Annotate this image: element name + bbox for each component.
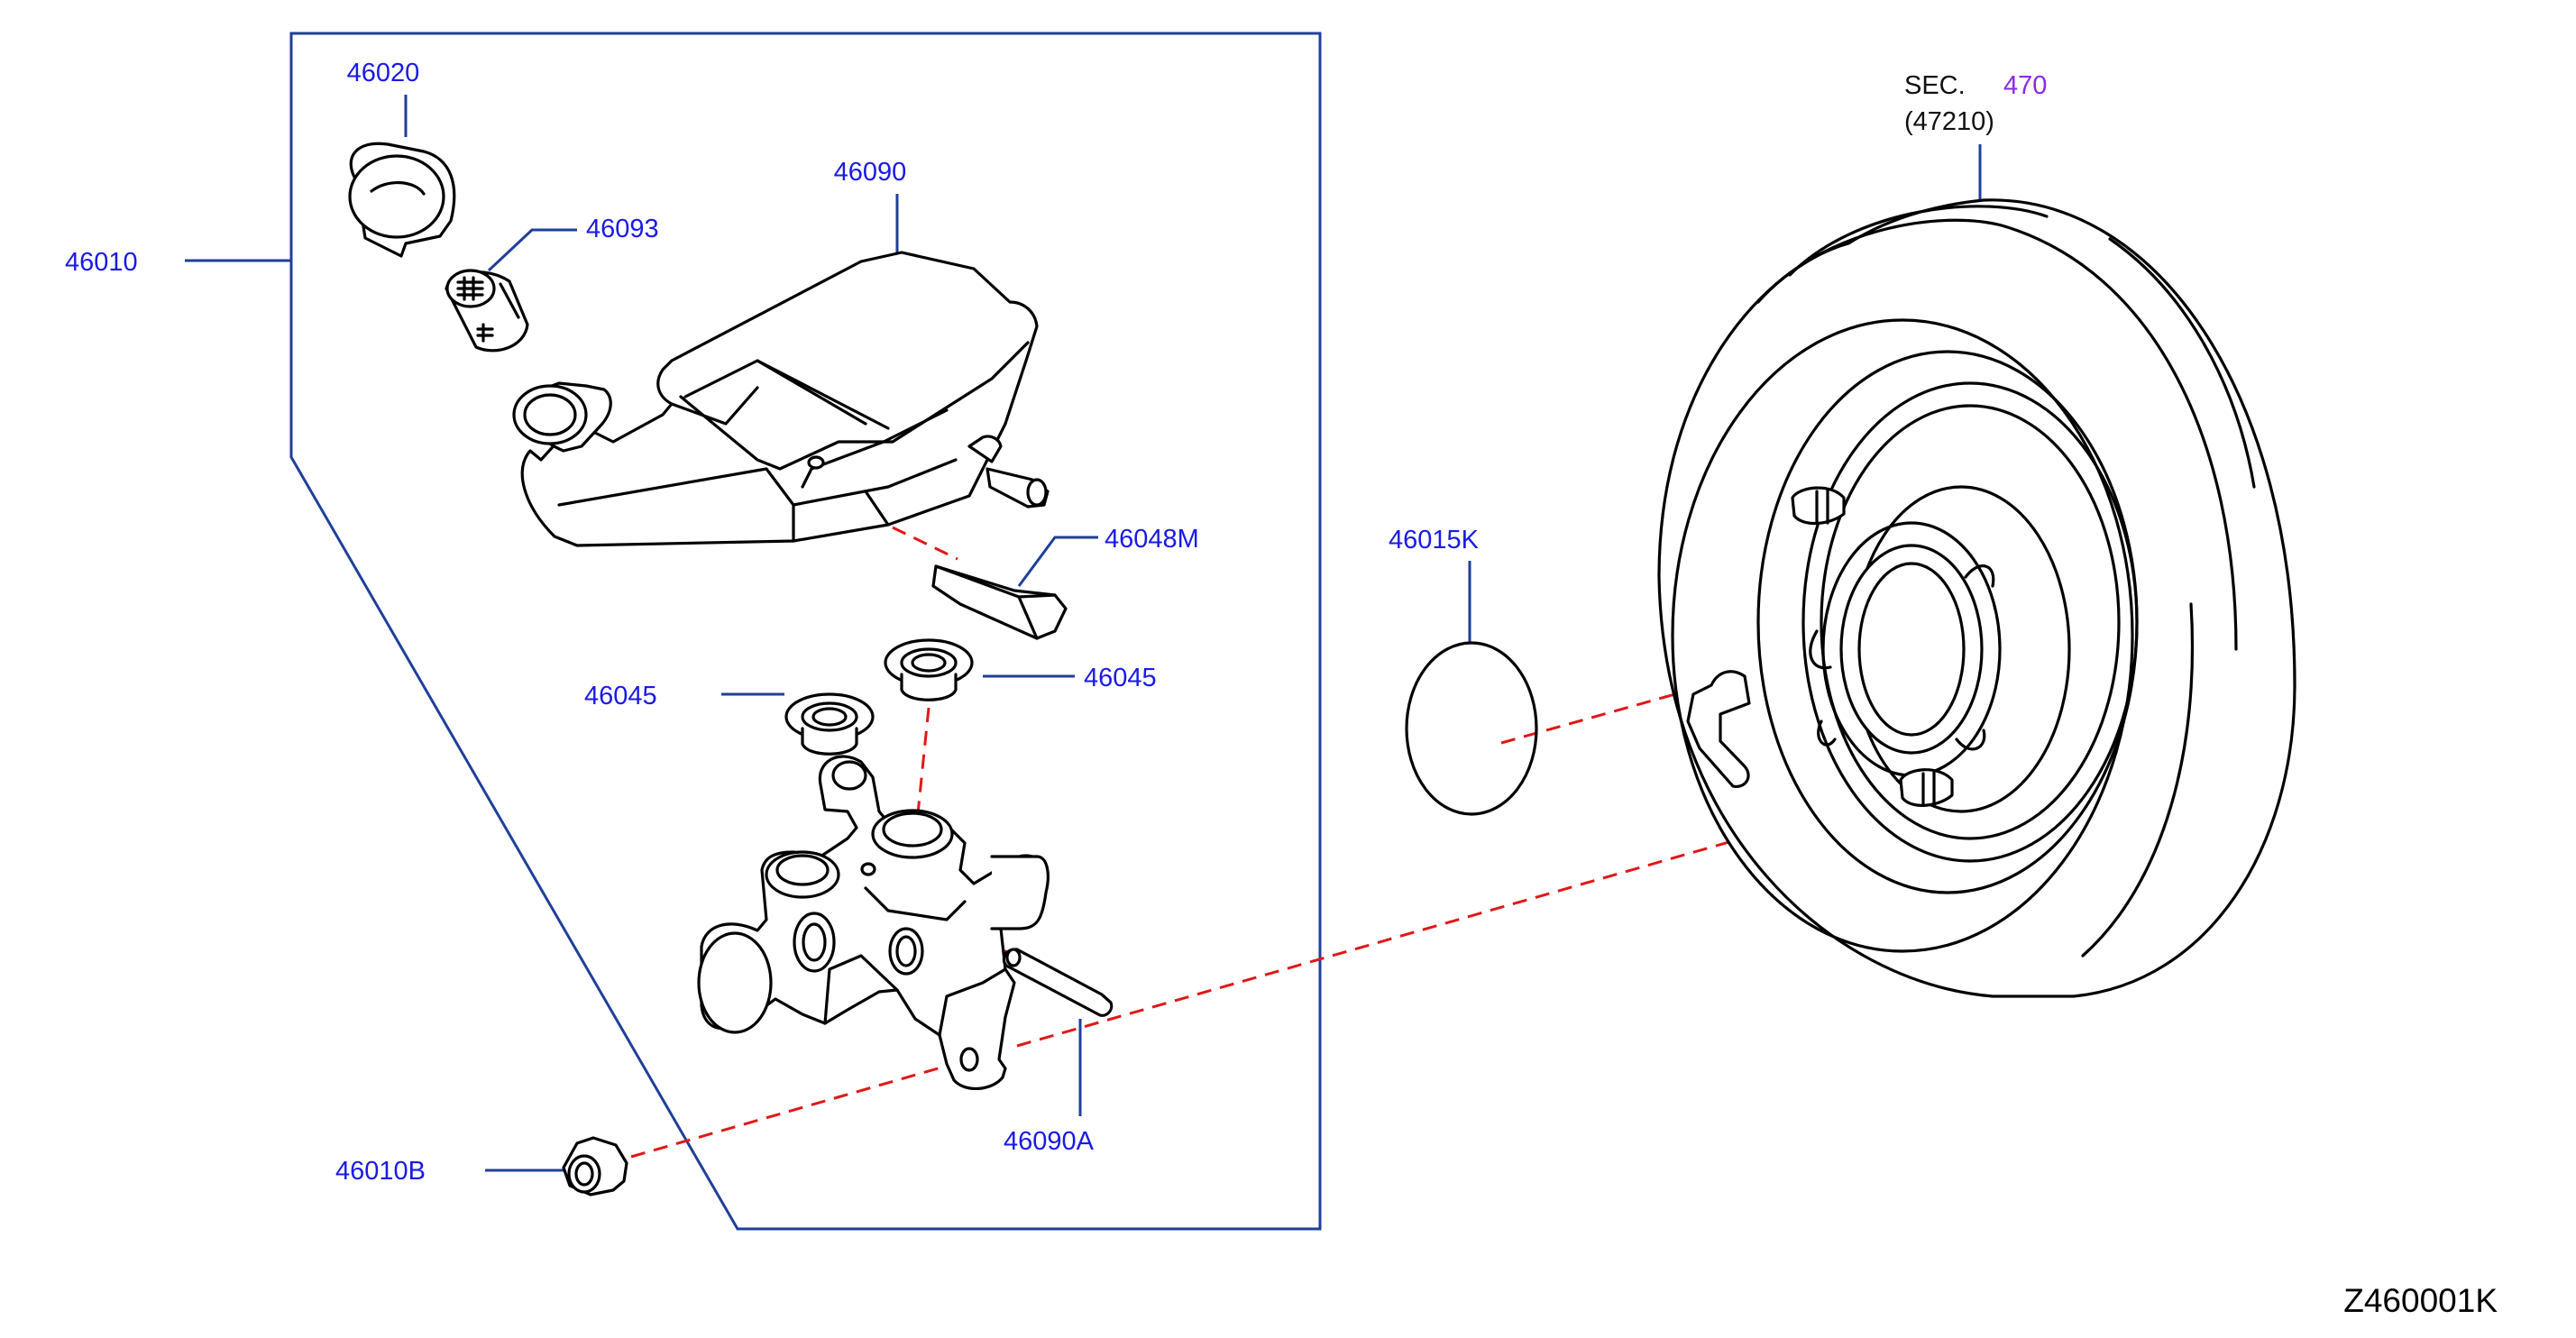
section-ref-prefix: SEC. xyxy=(1904,71,1966,100)
leader-lines xyxy=(185,95,1982,1172)
master-cylinder-body xyxy=(697,755,1050,1091)
callout-46015K: 46015K xyxy=(1389,526,1480,554)
diagram-id: Z460001K xyxy=(2343,1282,2498,1319)
grommet-46045-left xyxy=(784,692,875,756)
pin-46090A xyxy=(1002,948,1114,1017)
reservoir-tank-46090 xyxy=(512,251,1050,547)
assembly-frame-46010 xyxy=(289,32,1322,1231)
strainer-46093 xyxy=(445,269,529,353)
callout-46090: 46090 xyxy=(834,158,907,187)
callout-46093: 46093 xyxy=(586,215,659,243)
o-ring-46015K xyxy=(1405,641,1538,816)
callout-46045-right: 46045 xyxy=(1084,664,1157,692)
connector-46048M xyxy=(931,564,1068,640)
callout-46020: 46020 xyxy=(347,59,420,87)
callout-46048M: 46048M xyxy=(1105,525,1199,554)
callout-46010: 46010 xyxy=(65,248,138,277)
callout-46045-left: 46045 xyxy=(584,682,657,710)
section-ref-part: (47210) xyxy=(1904,107,1994,136)
cap-46020 xyxy=(348,142,456,258)
callout-46010B: 46010B xyxy=(335,1157,426,1186)
callout-46090A: 46090A xyxy=(1004,1127,1095,1156)
nut-46010B xyxy=(562,1136,628,1196)
brake-booster-47210 xyxy=(1657,198,2296,998)
section-ref-number: 470 xyxy=(2003,71,2047,100)
grommet-46045-right xyxy=(884,638,974,701)
